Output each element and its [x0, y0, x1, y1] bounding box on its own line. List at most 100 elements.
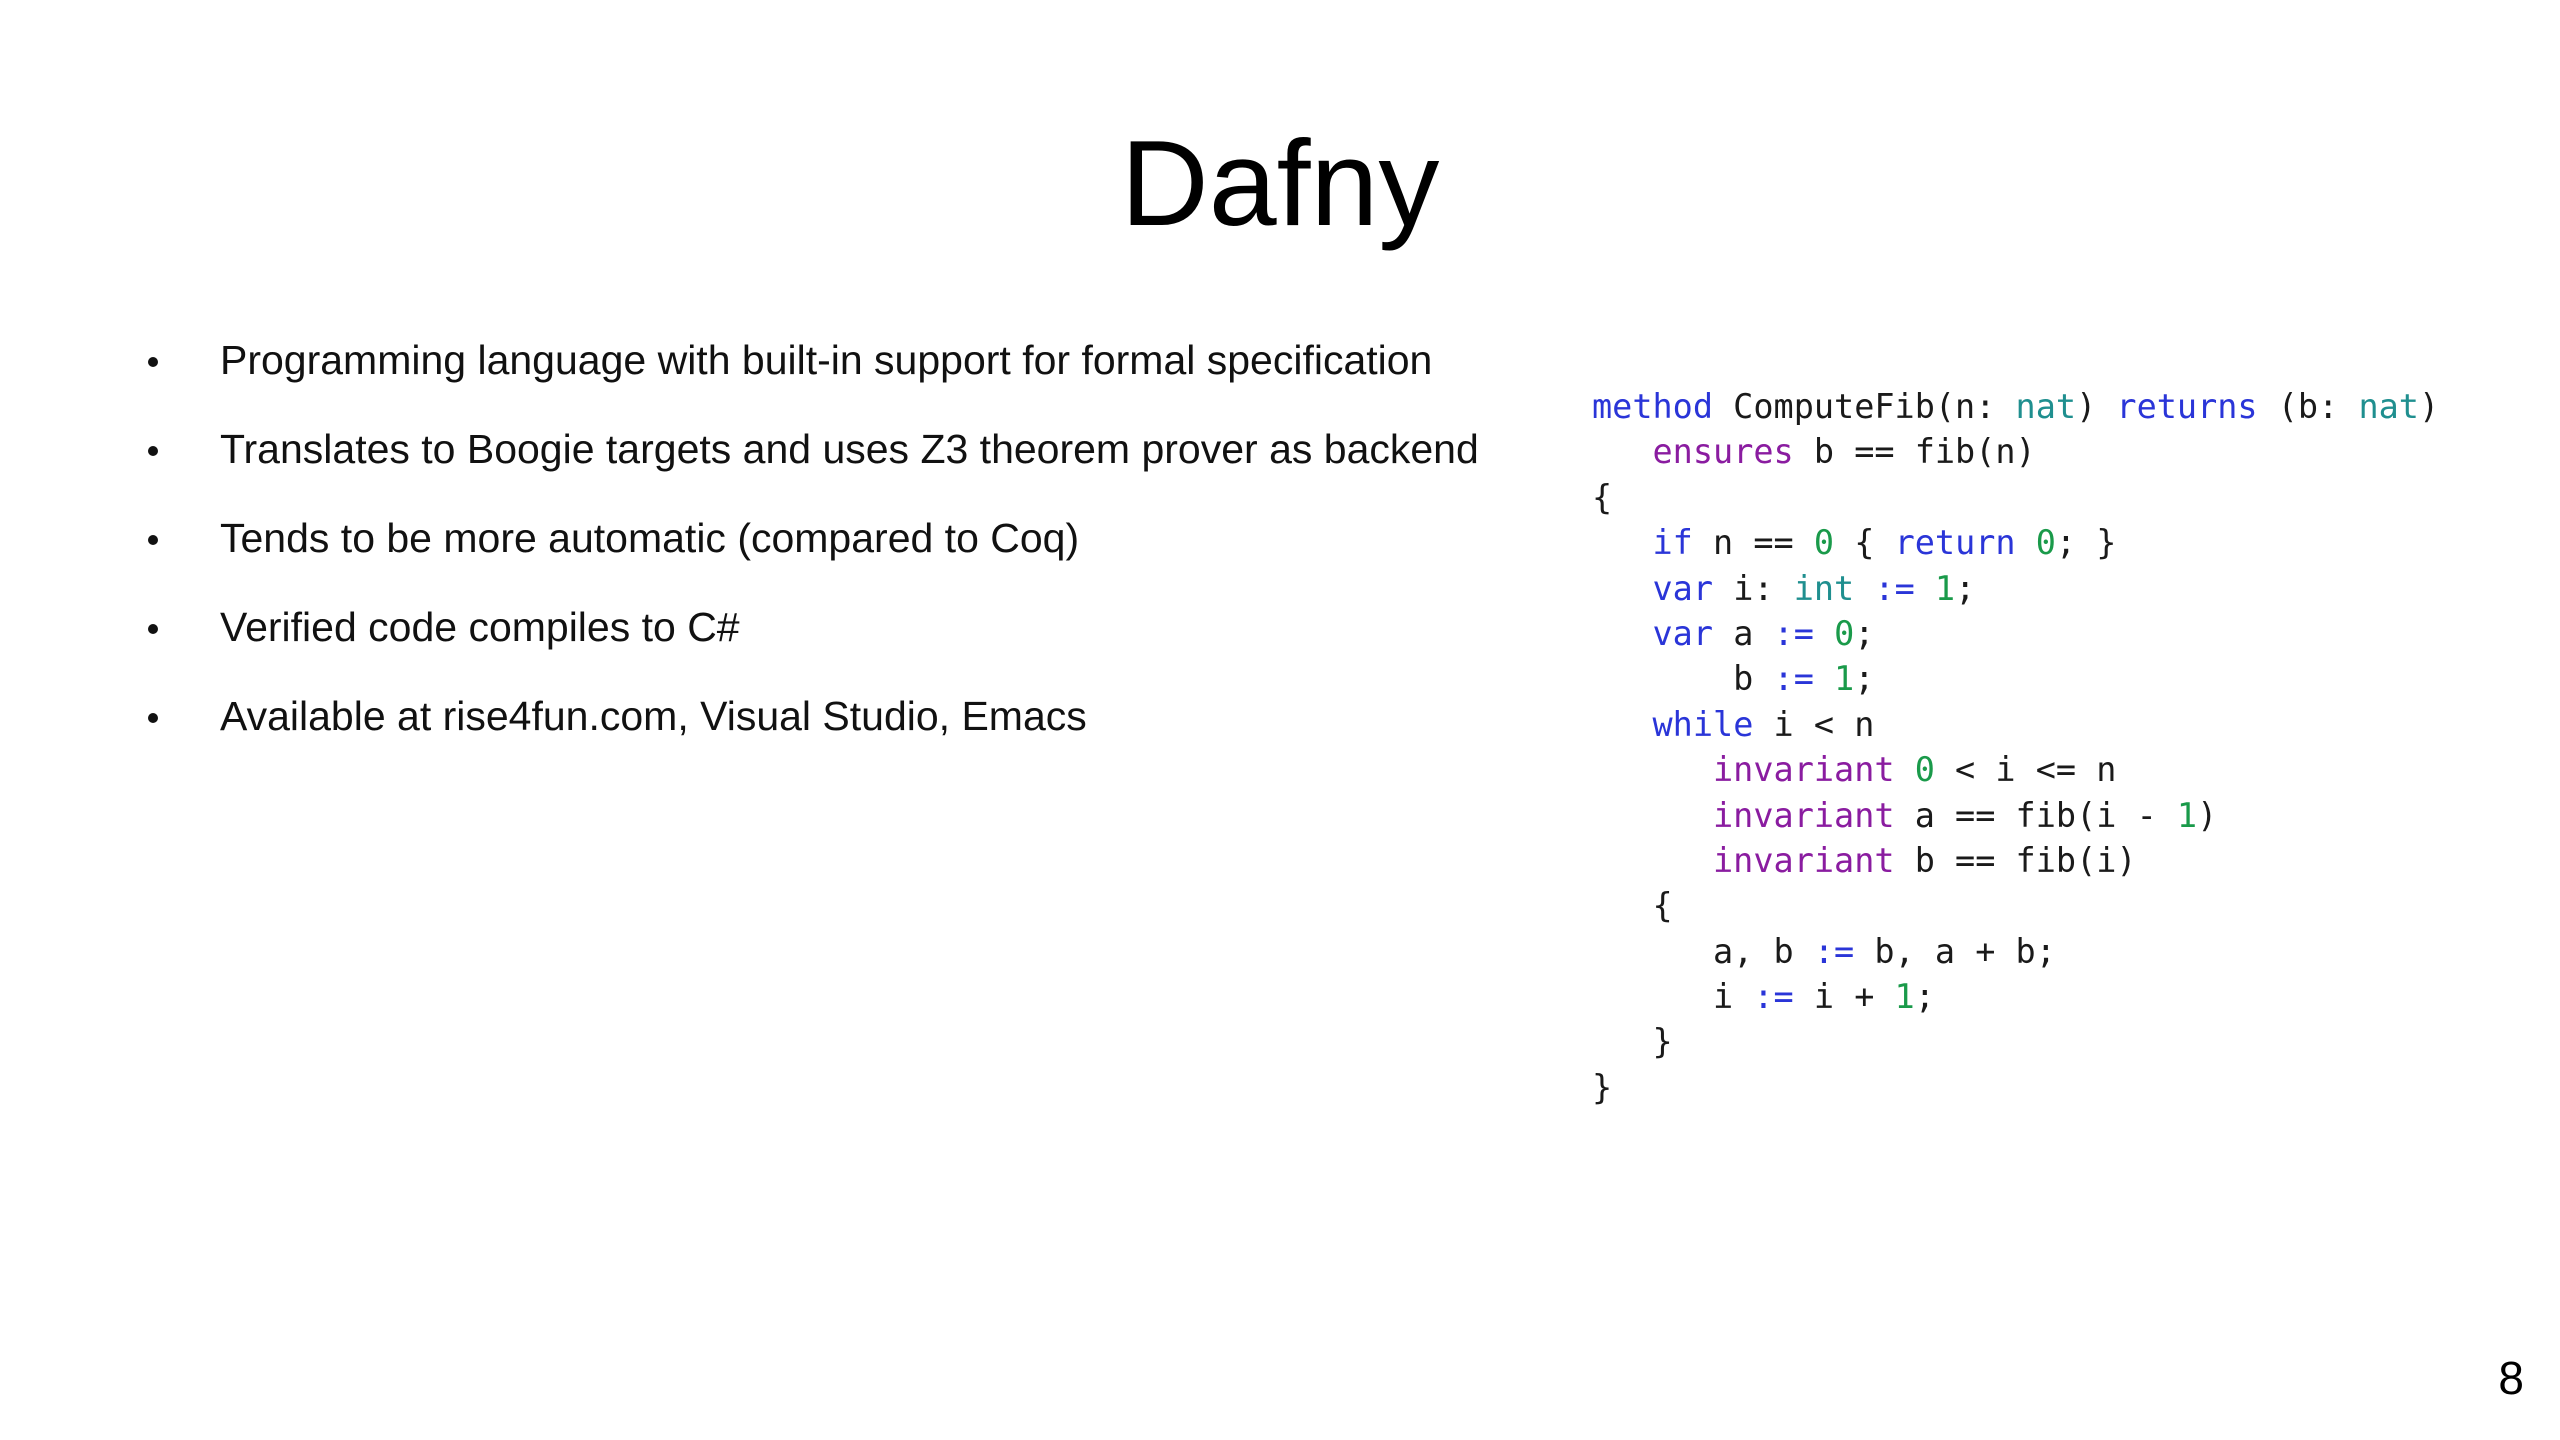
slide-title: Dafny: [1120, 115, 1440, 251]
code-text: ;: [1955, 568, 1976, 608]
code-line: {: [1592, 883, 2439, 928]
code-line: a, b := b, a + b;: [1592, 929, 2439, 974]
bullet-item: Translates to Boogie targets and uses Z3…: [148, 424, 1528, 475]
code-text: n ==: [1692, 523, 1814, 563]
code-text: i +: [1793, 977, 1895, 1017]
code-text: b == fib(i): [1894, 840, 2137, 880]
code-number: 1: [1934, 568, 1956, 608]
code-text: [1592, 432, 1653, 471]
code-text: a, b: [1592, 931, 1814, 971]
page-number: 8: [2498, 1352, 2524, 1404]
bullet-dot-icon: [148, 446, 158, 456]
bullet-item: Tends to be more automatic (compared to …: [148, 513, 1528, 564]
bullet-text: Tends to be more automatic (compared to …: [220, 515, 1080, 561]
code-line: invariant b == fib(i): [1592, 838, 2439, 883]
code-keyword: returns: [2116, 387, 2258, 426]
code-text: [1592, 705, 1653, 744]
code-number: 0: [1834, 613, 1855, 653]
code-spec-keyword: ensures: [1652, 432, 1794, 472]
code-line: var i: int := 1;: [1592, 566, 2439, 611]
code-keyword: return: [1894, 523, 2016, 563]
code-operator: :=: [1813, 931, 1855, 971]
code-spec-keyword: invariant: [1713, 750, 1895, 790]
code-text: a == fib(i -: [1894, 795, 2177, 835]
code-text: [1592, 523, 1653, 562]
bullet-dot-icon: [148, 713, 158, 723]
code-text: }: [1592, 1067, 1613, 1107]
bullet-dot-icon: [148, 624, 158, 634]
code-text: [1814, 659, 1834, 698]
code-number: 1: [1894, 977, 1915, 1017]
code-spec-keyword: invariant: [1713, 840, 1895, 880]
code-operator: :=: [1773, 613, 1814, 653]
code-keyword: var: [1652, 613, 1714, 653]
code-type: nat: [2358, 387, 2419, 426]
code-line: b := 1;: [1592, 656, 2439, 701]
code-text: ): [2197, 795, 2218, 835]
code-text: ; }: [2055, 523, 2117, 563]
code-type: int: [1793, 568, 1855, 608]
code-text: b: [1592, 659, 1774, 699]
code-line: invariant 0 < i <= n: [1592, 747, 2439, 792]
code-text: b, a + b;: [1854, 931, 2056, 971]
bullet-text: Available at rise4fun.com, Visual Studio…: [220, 693, 1087, 739]
code-text: a: [1713, 613, 1774, 653]
code-text: ): [2076, 387, 2117, 426]
code-text: [2016, 523, 2036, 562]
code-text: [1592, 569, 1653, 608]
bullet-dot-icon: [148, 357, 158, 367]
code-text: {: [1592, 477, 1613, 517]
bullet-dot-icon: [148, 535, 158, 545]
code-text: i < n: [1753, 704, 1875, 744]
code-line: var a := 0;: [1592, 611, 2439, 656]
bullet-text: Programming language with built-in suppo…: [220, 337, 1433, 383]
code-text: {: [1834, 523, 1895, 563]
code-text: }: [1592, 1022, 1673, 1062]
code-text: [1895, 750, 1915, 789]
bullet-item: Programming language with built-in suppo…: [148, 335, 1528, 386]
code-keyword: method: [1592, 387, 1714, 426]
bullet-list: Programming language with built-in suppo…: [148, 335, 1528, 780]
code-keyword: var: [1652, 568, 1714, 608]
code-text: i: [1592, 977, 1754, 1017]
code-text: [1592, 614, 1653, 653]
code-text: ;: [1854, 613, 1875, 653]
code-operator: :=: [1753, 977, 1794, 1017]
bullet-item: Verified code compiles to C#: [148, 602, 1528, 653]
code-number: 0: [2035, 523, 2056, 563]
code-line: if n == 0 { return 0; }: [1592, 520, 2439, 565]
code-line: method ComputeFib(n: nat) returns (b: na…: [1592, 384, 2439, 429]
code-text: ;: [1914, 977, 1935, 1017]
code-text: i:: [1713, 568, 1794, 608]
bullet-text: Verified code compiles to C#: [220, 604, 740, 650]
code-text: [1592, 841, 1713, 880]
code-number: 0: [1813, 523, 1835, 563]
code-number: 0: [1914, 750, 1935, 790]
code-text: ;: [1854, 659, 1875, 699]
code-line: }: [1592, 1065, 2439, 1110]
code-line: while i < n: [1592, 702, 2439, 747]
code-text: b == fib(n): [1793, 432, 2036, 472]
code-operator: :=: [1874, 568, 1915, 608]
bullet-item: Available at rise4fun.com, Visual Studio…: [148, 691, 1528, 742]
bullet-text: Translates to Boogie targets and uses Z3…: [220, 426, 1479, 472]
code-text: ComputeFib(n:: [1713, 387, 2016, 426]
code-text: [1592, 796, 1713, 835]
code-text: {: [1592, 886, 1673, 926]
code-number: 1: [1834, 659, 1855, 699]
code-text: [1592, 750, 1713, 789]
code-type: nat: [2015, 387, 2077, 426]
code-text: < i <= n: [1934, 750, 2117, 790]
code-line: }: [1592, 1019, 2439, 1064]
code-text: [1854, 569, 1874, 608]
code-text: ): [2418, 387, 2440, 426]
code-number: 1: [2176, 795, 2198, 835]
code-listing: method ComputeFib(n: nat) returns (b: na…: [1592, 384, 2439, 1110]
code-spec-keyword: invariant: [1713, 795, 1895, 835]
code-line: i := i + 1;: [1592, 974, 2439, 1019]
code-keyword: if: [1652, 523, 1693, 563]
code-text: [1814, 614, 1834, 653]
code-text: [1915, 569, 1935, 608]
code-operator: :=: [1773, 659, 1814, 699]
code-line: {: [1592, 475, 2439, 520]
